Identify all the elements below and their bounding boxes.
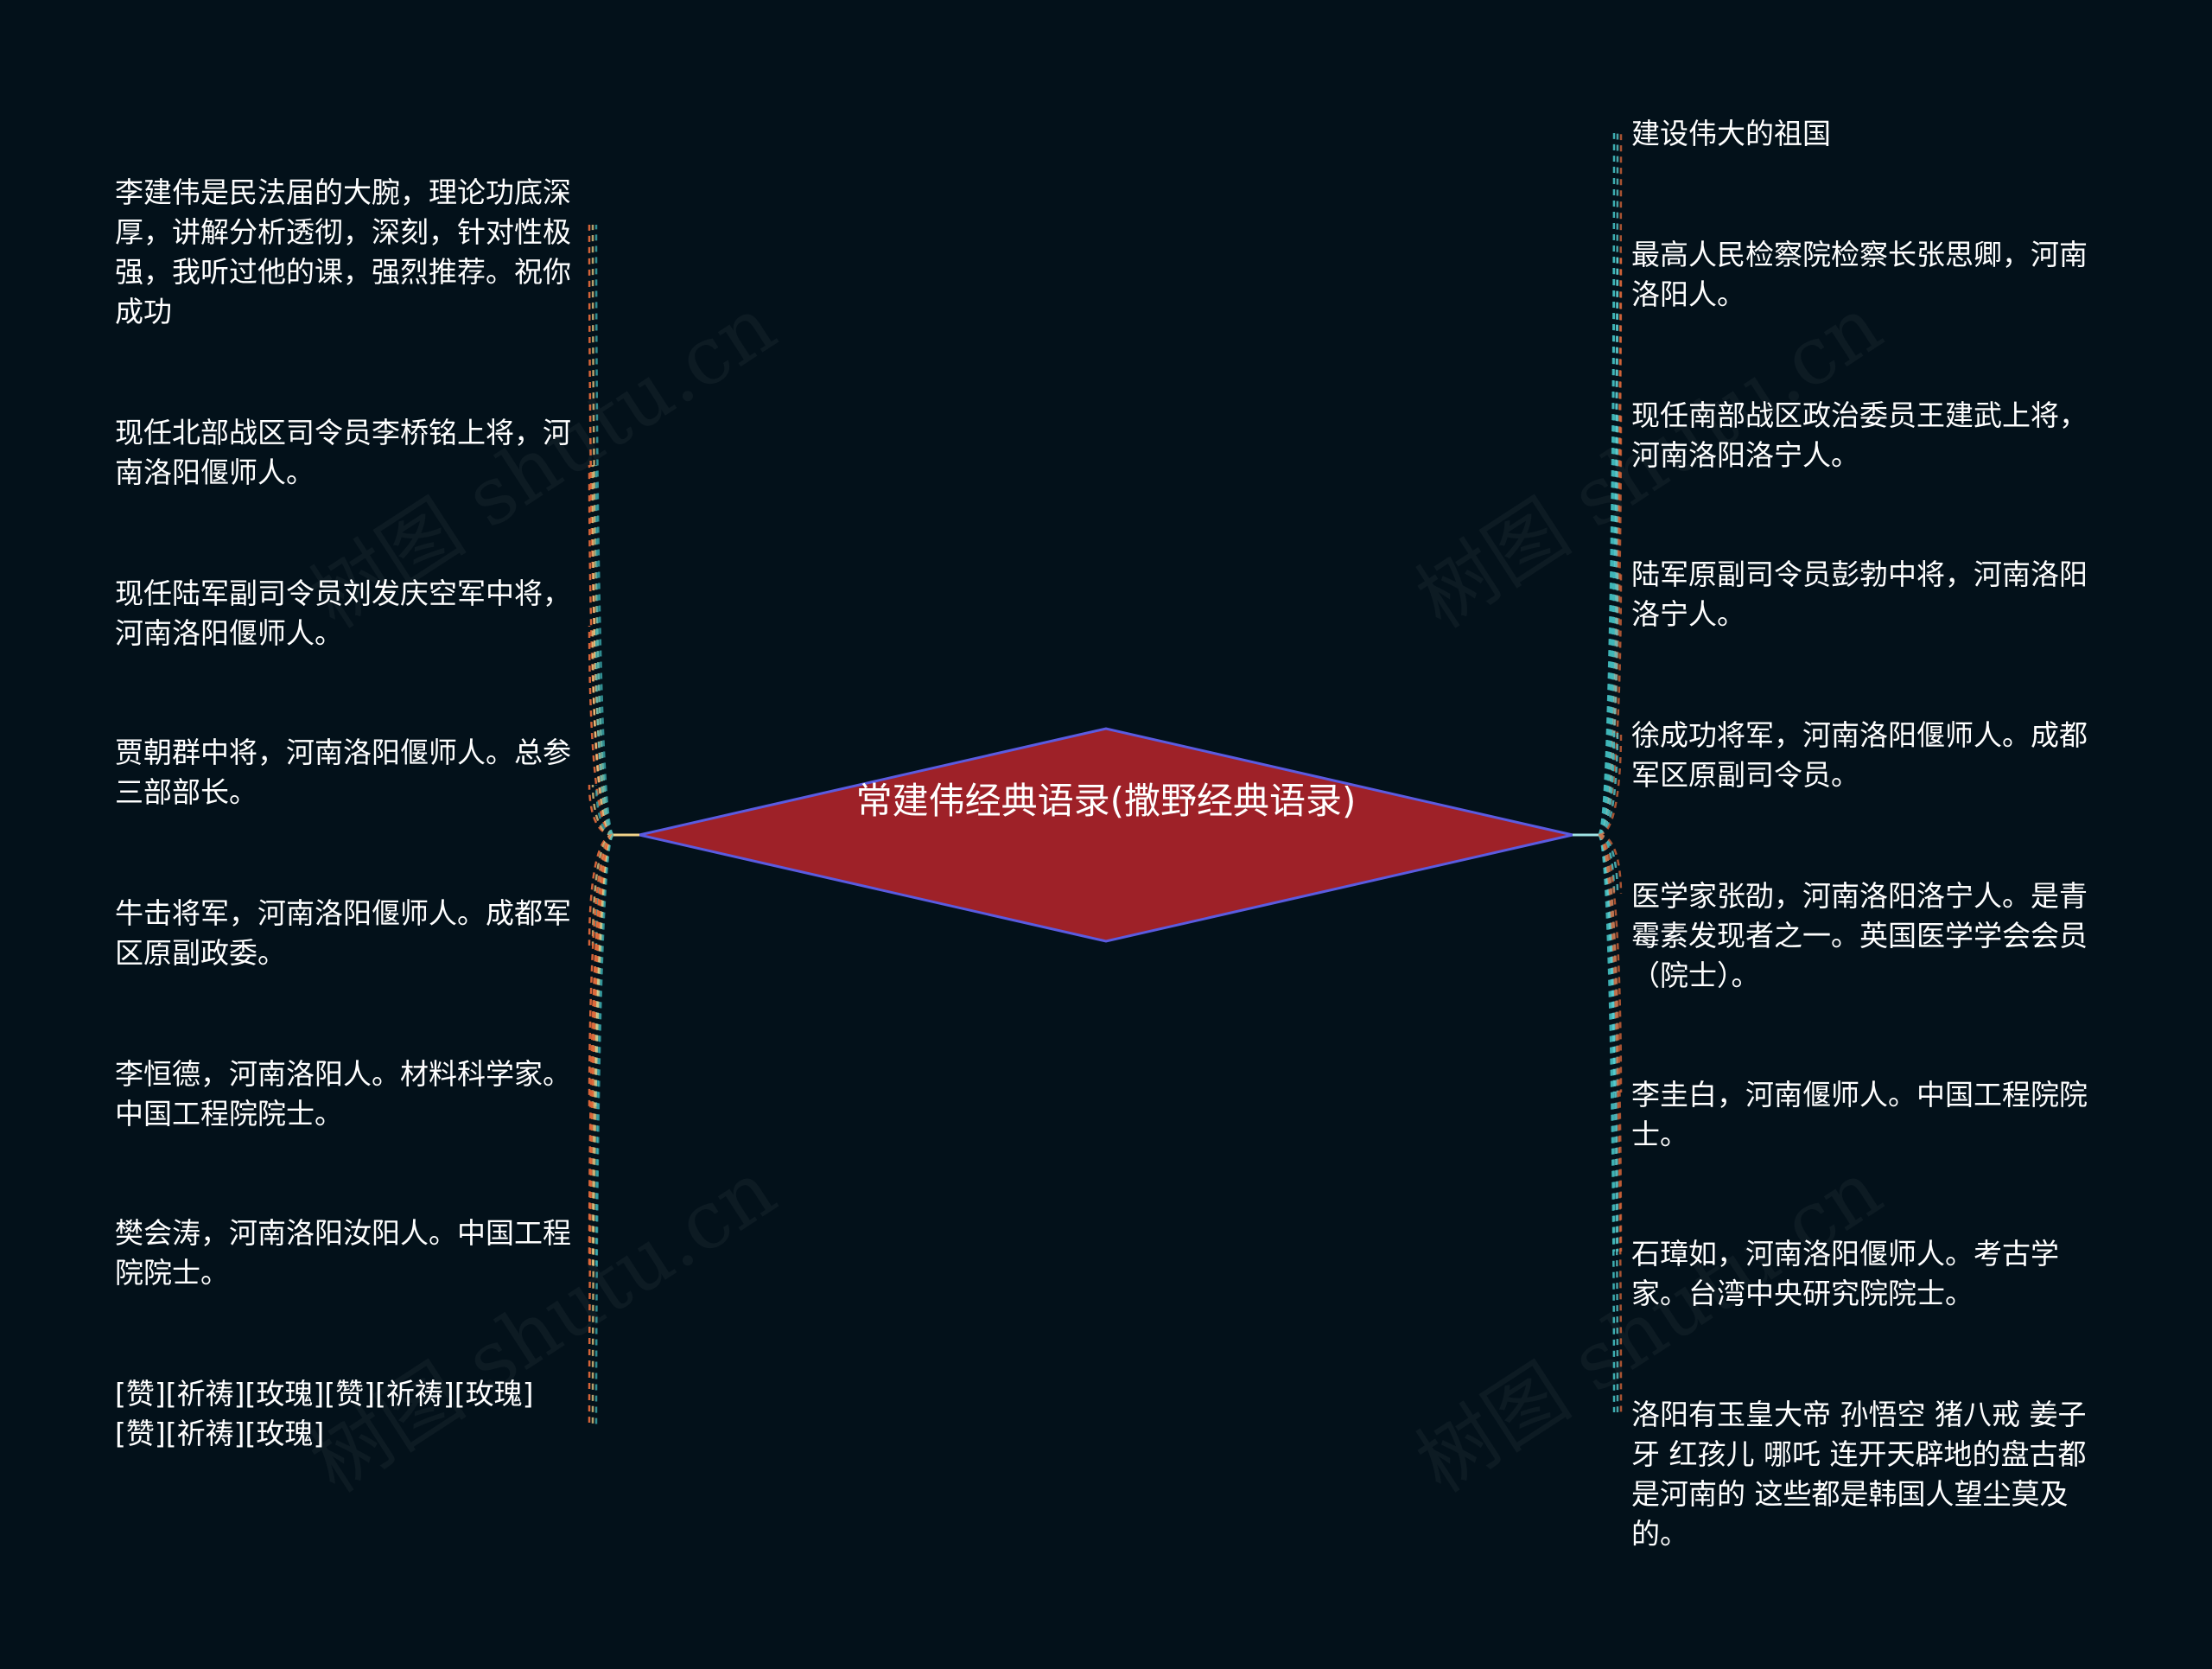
left-connector-5 [591, 833, 614, 946]
right-leaf-3[interactable]: 现任南部战区政治委员王建武上将，河南洛阳洛宁人。 [1631, 398, 2088, 472]
right-leaf-6[interactable]: 医学家张劭，河南洛阳洛宁人。是青霉素发现者之一。英国医学学会会员（院士）。 [1631, 879, 2088, 992]
left-connector-7 [588, 833, 614, 1266]
right-connector-2 [1597, 252, 1616, 837]
left-leaf-7[interactable]: 樊会涛，河南洛阳汝阳人。中国工程院院士。 [115, 1216, 571, 1290]
left-connector-3 [594, 625, 614, 837]
left-leaf-6[interactable]: 李恒德，河南洛阳人。材料科学家。中国工程院院士。 [115, 1057, 571, 1131]
right-leaf-7[interactable]: 李圭白，河南偃师人。中国工程院院士。 [1631, 1078, 2088, 1151]
right-leaf-1[interactable]: 建设伟大的祖国 [1631, 117, 1831, 150]
right-connector-4 [1597, 571, 1616, 837]
right-leaf-5[interactable]: 徐成功将军，河南洛阳偃师人。成都军区原副司令员。 [1631, 718, 2088, 792]
right-connector-9 [1597, 833, 1619, 1413]
left-leaf-3[interactable]: 现任陆军副司令员刘发庆空军中将，河南洛阳偃师人。 [115, 577, 571, 650]
left-connector-1 [594, 224, 615, 837]
left-connector-2 [594, 464, 615, 837]
right-leaf-8[interactable]: 石璋如，河南洛阳偃师人。考古学家。台湾中央研究院院士。 [1631, 1237, 2059, 1310]
right-leaf-9[interactable]: 洛阳有玉皇大帝 孙悟空 猪八戒 姜子牙 红孩儿 哪吒 连开天辟地的盘古都是河南的… [1631, 1398, 2087, 1551]
left-connector-8 [591, 833, 615, 1427]
right-connector-9 [1597, 833, 1616, 1413]
right-connector-7 [1598, 833, 1619, 1093]
root-node-shape [639, 727, 1573, 943]
right-connector-4 [1598, 571, 1619, 837]
right-connector-5 [1598, 732, 1616, 837]
right-connector-1 [1597, 131, 1616, 837]
left-connector-5 [588, 833, 614, 946]
left-connector-8 [594, 833, 615, 1427]
right-connector-8 [1597, 833, 1616, 1252]
right-connector-7 [1597, 833, 1616, 1093]
left-connector-3 [591, 625, 614, 837]
right-connector-5 [1598, 732, 1623, 837]
root-node-title[interactable]: 常建伟经典语录(撒野经典语录) [855, 780, 1357, 822]
right-leaf-2[interactable]: 最高人民检察院检察长张思卿，河南洛阳人。 [1631, 238, 2088, 311]
left-leaf-8[interactable]: [赞][祈祷][玫瑰][赞][祈祷][玫瑰][赞][祈祷][玫瑰] [115, 1377, 534, 1450]
left-leaf-4[interactable]: 贾朝群中将，河南洛阳偃师人。总参三部部长。 [115, 736, 571, 809]
left-leaf-2[interactable]: 现任北部战区司令员李桥铭上将，河南洛阳偃师人。 [115, 416, 571, 489]
right-connector-8 [1598, 833, 1623, 1252]
right-connector-3 [1597, 412, 1616, 837]
right-connector-6 [1598, 833, 1623, 895]
left-leaf-1[interactable]: 李建伟是民法届的大腕，理论功底深厚，讲解分析透彻，深刻，针对性极强，我听过他的课… [115, 175, 571, 328]
right-connector-8 [1597, 833, 1619, 1252]
left-leaf-5[interactable]: 牛击将军，河南洛阳偃师人。成都军区原副政委。 [115, 896, 571, 970]
left-connector-3 [588, 625, 614, 837]
left-connector-4 [594, 784, 614, 837]
right-connector-9 [1598, 833, 1623, 1413]
right-leaf-4[interactable]: 陆军原副司令员彭勃中将，河南洛阳洛宁人。 [1631, 557, 2088, 631]
left-connector-8 [588, 833, 614, 1427]
